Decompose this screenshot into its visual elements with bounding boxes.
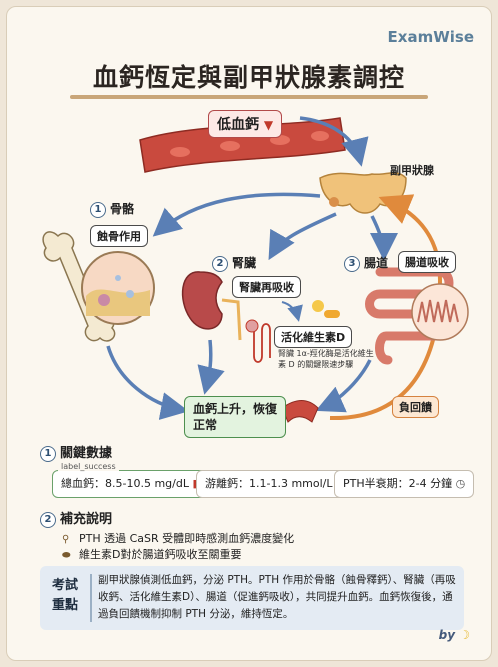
metric-pth-half-life: PTH半衰期：2-4 分鐘 ◷ (334, 470, 475, 498)
intestine-absorption-tag: 腸道吸收 (398, 251, 456, 273)
kidney-illustration (181, 271, 242, 341)
exam-focus-heading: 考試重點 (51, 578, 78, 613)
kidney-step-number: 2 (212, 255, 228, 272)
metric-pth-half-life-value: PTH半衰期：2-4 分鐘 (343, 477, 453, 490)
brand-logo: ExamWise (387, 28, 474, 46)
banana-icon: ☽ (459, 628, 470, 642)
exam-focus-box: 考試重點 副甲狀腺偵測低血鈣，分泌 PTH。PTH 作用於骨骼（蝕骨釋鈣）、腎臟… (40, 566, 464, 630)
intestine-step-number: 3 (344, 255, 360, 272)
bone-heading: 1 骨骼 (90, 200, 134, 218)
bone-step-number: 1 (90, 201, 106, 218)
low-calcium-trigger: 低血鈣 ▼ (208, 110, 283, 138)
notes-heading: 2 補充說明 (40, 508, 112, 528)
bone-closeup (81, 251, 155, 325)
nephron-illustration (245, 319, 271, 363)
title-underline (70, 95, 428, 99)
page-title: 血鈣恆定與副甲狀腺素調控 (92, 63, 405, 92)
notes-number: 2 (40, 511, 56, 528)
intestine-heading: 3 腸道 (344, 254, 388, 272)
metric-free-calcium-value: 游離鈣：1.1-1.3 mmol/L (205, 477, 333, 490)
kidney-note: 腎臟 1α-羥化酶是活化維生素 D 的關鍵限速步驟 (278, 349, 374, 369)
low-calcium-label: 低血鈣 (217, 117, 259, 133)
note-item: ⬬ 維生素D對於腸道鈣吸收至關重要 (62, 546, 241, 562)
intestine-title: 腸道 (364, 256, 389, 270)
blood-drop-icon: ▼ (263, 118, 274, 132)
negative-feedback-tag: 負回饋 (392, 396, 439, 418)
metric-total-calcium-value: 總血鈣：8.5-10.5 mg/dL (61, 477, 189, 490)
exam-divider (90, 574, 92, 622)
outcome-vessel-illustration (281, 400, 319, 423)
key-data-number: 1 (40, 445, 56, 462)
notes-title: 補充說明 (60, 512, 113, 527)
vitamin-d-activation-tag: 活化維生素D (274, 326, 353, 348)
bone-title: 骨骼 (110, 202, 135, 216)
key-data-heading: 1 關鍵數據 (40, 442, 112, 462)
metric-free-calcium: 游離鈣：1.1-1.3 mmol/L ⋆ (196, 470, 352, 498)
intestine-villi-closeup (411, 283, 469, 341)
test-tube-icon: ▮ (192, 477, 198, 490)
kidney-heading: 2 腎臟 (212, 254, 256, 272)
note-item-text: 維生素D對於腸道鈣吸收至關重要 (79, 548, 242, 561)
vitamin-d-capsule-illustration (312, 300, 340, 318)
exam-focus-text: 副甲狀腺偵測低血鈣，分泌 PTH。PTH 作用於骨骼（蝕骨釋鈣）、腎臟（再吸收鈣… (98, 574, 456, 620)
key-data-title: 關鍵數據 (60, 446, 113, 461)
clock-icon: ◷ (455, 477, 466, 490)
capsule-icon: ⬬ (62, 550, 71, 561)
metric-mini-label: label_success (58, 462, 119, 471)
note-item-text: PTH 透過 CaSR 受體即時感測血鈣濃度變化 (79, 532, 295, 545)
parathyroid-illustration (319, 172, 407, 214)
kidney-reabsorption-tag: 腎臟再吸收 (232, 276, 301, 298)
kidney-title: 腎臟 (232, 256, 257, 270)
parathyroid-label: 副甲狀腺 (390, 164, 434, 177)
magnifier-icon: ⚲ (62, 534, 70, 545)
osteoclast-tag: 蝕骨作用 (90, 225, 148, 247)
note-item: ⚲ PTH 透過 CaSR 受體即時感測血鈣濃度變化 (62, 530, 294, 546)
calcium-restored-box: 血鈣上升，恢復正常 (184, 396, 286, 438)
byline: by ☽ (439, 628, 470, 642)
metric-total-calcium: 總血鈣：8.5-10.5 mg/dL ▮ (52, 470, 208, 498)
byline-text: by (438, 628, 456, 642)
